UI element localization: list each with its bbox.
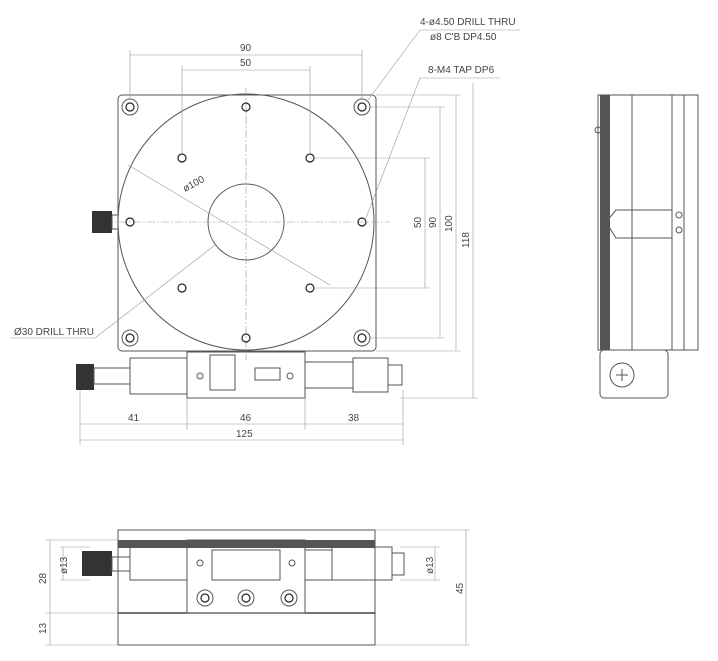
dim-90-h: 90	[240, 43, 252, 54]
stage-plate	[117, 94, 377, 352]
dim-38: 38	[348, 413, 360, 424]
top-view: ø100 90 50 50 90 100 118 4-ø4.50 DRI	[10, 17, 520, 445]
dim-d13-right: ø13	[425, 556, 436, 574]
dim-90-v: 90	[428, 216, 439, 228]
dim-46: 46	[240, 413, 252, 424]
dim-d13-left: ø13	[59, 556, 70, 574]
center-hole-callout: Ø30 DRILL THRU	[14, 327, 94, 338]
front-view: 28 13 ø13 ø13 45	[38, 529, 470, 646]
hole-callout-1: 4-ø4.50 DRILL THRU	[420, 17, 516, 28]
tap-callout: 8-M4 TAP DP6	[428, 65, 495, 76]
dim-13: 13	[38, 622, 49, 634]
hole-callout-2: ø8 C'B DP4.50	[430, 32, 497, 43]
scale-ticks	[600, 95, 610, 350]
dia-100-label: ø100	[181, 174, 207, 195]
dia-100-leader	[127, 164, 331, 286]
front-scale	[118, 540, 375, 548]
micrometer-top	[76, 351, 403, 399]
dim-45: 45	[455, 582, 466, 594]
tapped-holes	[125, 102, 367, 343]
dim-28: 28	[38, 572, 49, 584]
dim-50-v: 50	[413, 216, 424, 228]
side-view	[594, 94, 699, 399]
dim-125: 125	[236, 429, 253, 440]
dim-50-h: 50	[240, 58, 252, 69]
dim-41: 41	[128, 413, 140, 424]
knob	[92, 211, 112, 233]
dim-100-v: 100	[444, 215, 455, 232]
dim-118-v: 118	[461, 232, 472, 248]
